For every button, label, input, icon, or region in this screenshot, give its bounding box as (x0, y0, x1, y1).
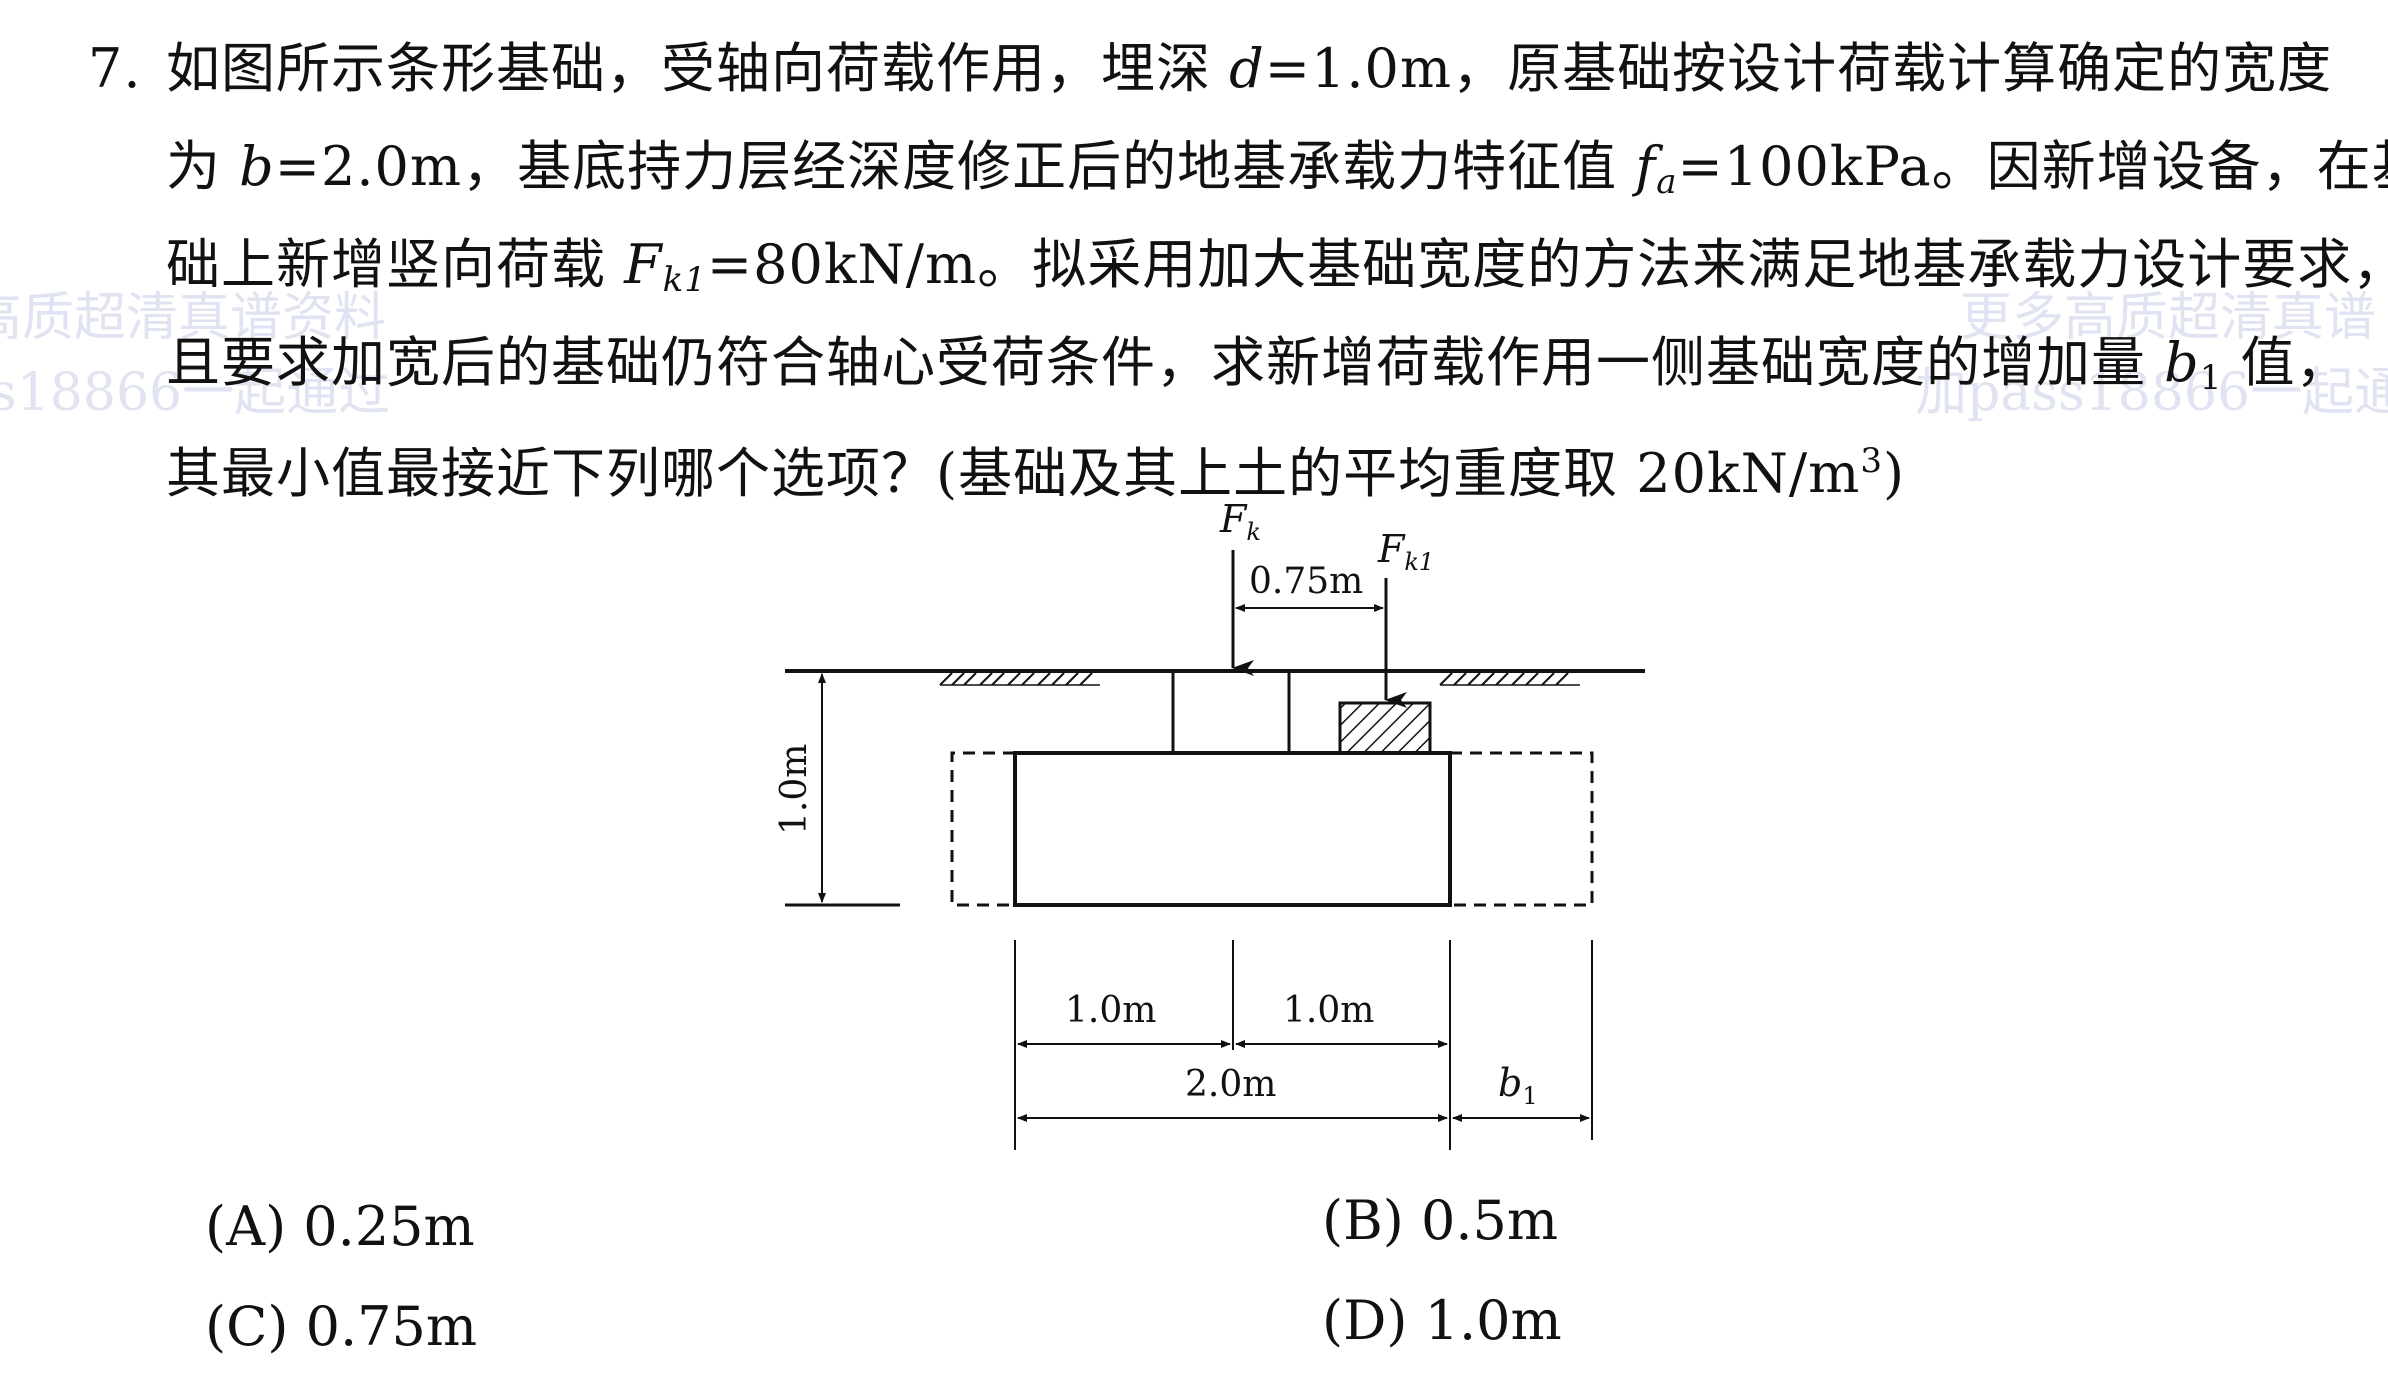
question-line: 为 b=2.0m，基底持力层经深度修正后的地基承载力特征值 fa=100kPa。… (88, 118, 2388, 216)
option-a[interactable]: (A) 0.25m (205, 1195, 475, 1258)
variable-fa-subscript: a (1656, 162, 1678, 202)
question-text-segment: =100kPa。因新增设备，在基 (1677, 135, 2388, 198)
question-text-segment: 且要求加宽后的基础仍符合轴心受荷条件，求新增荷载作用一侧基础宽度的增加量 (166, 331, 2165, 394)
variable-d: d (1229, 37, 1265, 100)
unit-superscript: 3 (1860, 441, 1883, 481)
widened-footing-outline (950, 751, 1594, 907)
variable-b1: b (2164, 331, 2200, 394)
option-b[interactable]: (B) 0.5m (1322, 1189, 1559, 1252)
question-text-segment: =1.0m，原基础按设计荷载计算确定的宽度 (1264, 37, 2333, 100)
question-text-segment: 础上新增竖向荷载 (166, 233, 625, 296)
question-text-segment: ) (1882, 442, 1906, 505)
dimension-right-half-label: 1.0m (1283, 990, 1374, 1031)
question-text-segment: =80kN/m。拟采用加大基础宽度的方法来满足地基承载力设计要求， (706, 233, 2388, 296)
question-line: 其最小值最接近下列哪个选项？(基础及其上土的平均重度取 20kN/m3) (88, 412, 2348, 510)
dimension-b1-label: b1 (1498, 1061, 1538, 1110)
watermark-text: 更多高质超清真谱 (1960, 288, 2377, 348)
foundation-diagram-svg: Fk Fk1 0.75m 1.0m 1.0m 1.0m 2.0m b1 (774, 497, 1645, 1150)
dimension-offset-label: 0.75m (1249, 561, 1363, 602)
question-text-segment: 值， (2222, 331, 2351, 394)
label-fk: Fk (1219, 497, 1261, 546)
question-line: 7. 如图所示条形基础，受轴向荷载作用，埋深 d=1.0m，原基础按设计荷载计算确… (88, 20, 2348, 118)
variable-fk1-subscript: k1 (662, 260, 707, 300)
question-text: 7. 如图所示条形基础，受轴向荷载作用，埋深 d=1.0m，原基础按设计荷载计算确… (88, 20, 2388, 510)
question-number: 7. (88, 37, 142, 100)
question-text-segment: 为 (166, 135, 240, 198)
dimension-width-label: 2.0m (1185, 1064, 1276, 1105)
variable-b: b (239, 135, 275, 198)
depth-label: 1.0m (774, 744, 815, 835)
column-stem (1171, 669, 1291, 755)
ground-hatching-right (1439, 672, 1580, 686)
question-line: 础上新增竖向荷载 Fk1=80kN/m。拟采用加大基础宽度的方法来满足地基承载力… (88, 216, 2388, 314)
question-line: 且要求加宽后的基础仍符合轴心受荷条件，求新增荷载作用一侧基础宽度的增加量 b1 … (88, 314, 2351, 412)
option-c[interactable]: (C) 0.75m (205, 1295, 478, 1358)
equipment-block (1338, 701, 1432, 755)
variable-fa: f (1635, 135, 1657, 198)
dimension-left-half-label: 1.0m (1065, 990, 1156, 1031)
question-text-segment: 如图所示条形基础，受轴向荷载作用，埋深 (166, 37, 1230, 100)
foundation-diagram: Fk Fk1 0.75m 1.0m 1.0m 1.0m 2.0m b1 (760, 490, 1660, 1170)
watermark-text: 加pass18866一起通 (1915, 363, 2388, 423)
watermark-text: s18866一起通过 (0, 363, 391, 423)
variable-fk1: F (624, 233, 663, 296)
question-text-segment: =2.0m，基底持力层经深度修正后的地基承载力特征值 (274, 135, 1636, 198)
label-fk1: Fk1 (1377, 527, 1434, 576)
question-text-segment: 其最小值最接近下列哪个选项？(基础及其上土的平均重度取 20kN/m (166, 442, 1861, 505)
original-footing (1013, 751, 1452, 907)
ground-hatching-left (939, 672, 1100, 686)
option-d[interactable]: (D) 1.0m (1322, 1289, 1562, 1352)
watermark-text: 高质超清真谱资料 (0, 288, 387, 348)
variable-b1-subscript: 1 (2199, 358, 2223, 398)
